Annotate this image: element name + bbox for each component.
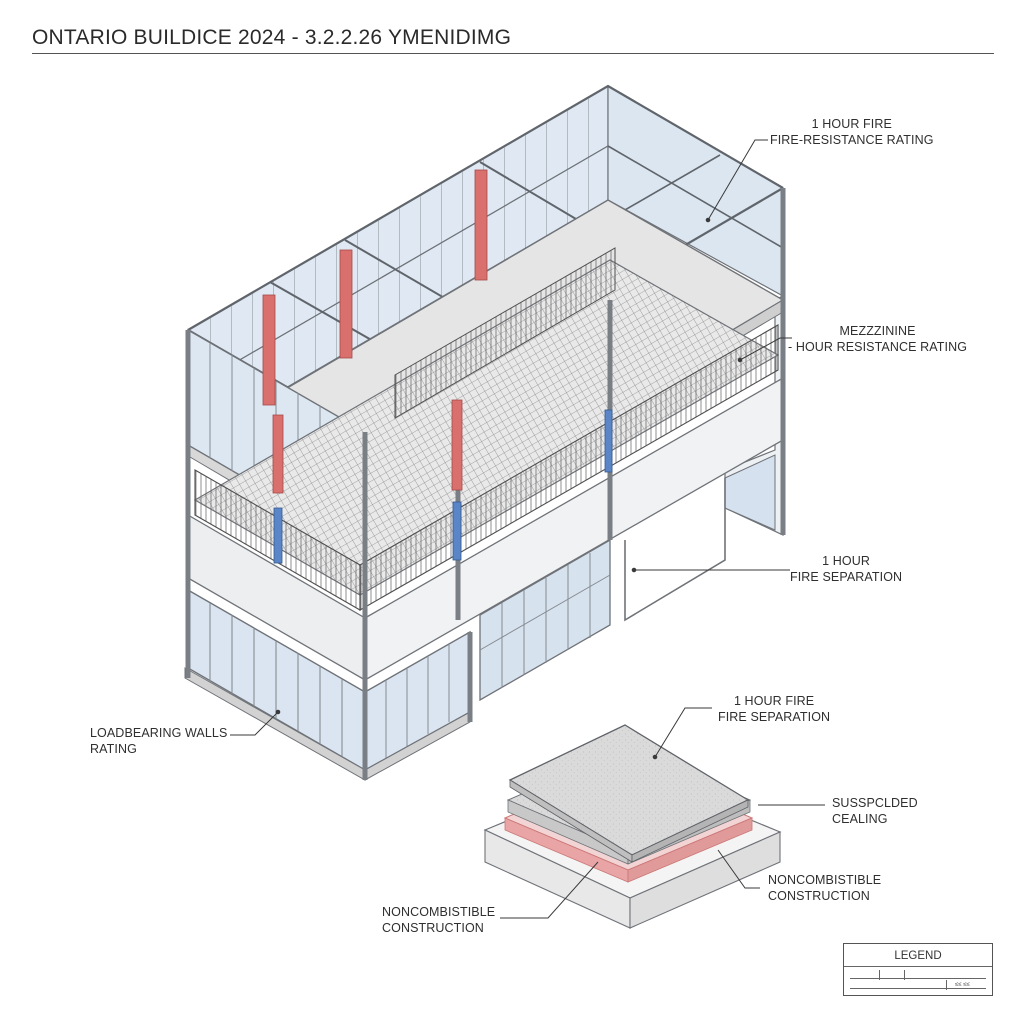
label-fire-separation-2: 1 HOUR FIRE FIRE SEPARATION (718, 694, 831, 724)
legend-box: LEGEND (843, 943, 993, 996)
fire-column (339, 249, 353, 359)
mezzanine-railing-right (359, 324, 779, 611)
legend-symbol: ≤≤ ≤≤ (955, 982, 970, 988)
label-fire-rating: 1 HOUR FIRE FIRE-RESISTANCE RATING (770, 117, 934, 147)
legend-tick (879, 970, 880, 980)
fire-column (451, 399, 463, 491)
mezzanine-railing-inner (394, 247, 616, 419)
building-model (184, 84, 786, 781)
legend-tick (904, 970, 905, 980)
legend-rule (850, 978, 986, 979)
legend-title: LEGEND (894, 950, 942, 962)
title-underline (32, 53, 994, 54)
fire-column (272, 414, 284, 494)
label-noncombustible-right: NONCOMBISTIBLE CONSTRUCTION (768, 873, 882, 903)
label-fire-separation-1: 1 HOUR FIRE SEPARATION (790, 554, 903, 584)
fire-column (474, 169, 488, 281)
steel-column (452, 501, 462, 561)
floor-assembly-detail (483, 724, 782, 929)
label-mezzanine: MEZZZININE - HOUR RESISTANCE RATING (788, 324, 968, 354)
legend-tick (946, 980, 947, 990)
steel-column (604, 409, 613, 473)
label-loadbearing-walls: LOADBEARING WALLS RATING (90, 726, 228, 756)
legend-rule (850, 988, 986, 989)
leader-lines (230, 139, 825, 919)
steel-column (273, 507, 283, 564)
legend-divider (844, 966, 992, 967)
drawing-title: ONTARIO BUILDICE 2024 - 3.2.2.26 YMENIDI… (32, 26, 512, 49)
label-suspended-ceiling: SUSSPCLDED CEALING (832, 796, 918, 826)
label-noncombustible-left: NONCOMBISTIBLE CONSTRUCTION (382, 905, 496, 935)
fire-column (262, 294, 276, 406)
ground-entrance-glazing (479, 538, 611, 702)
